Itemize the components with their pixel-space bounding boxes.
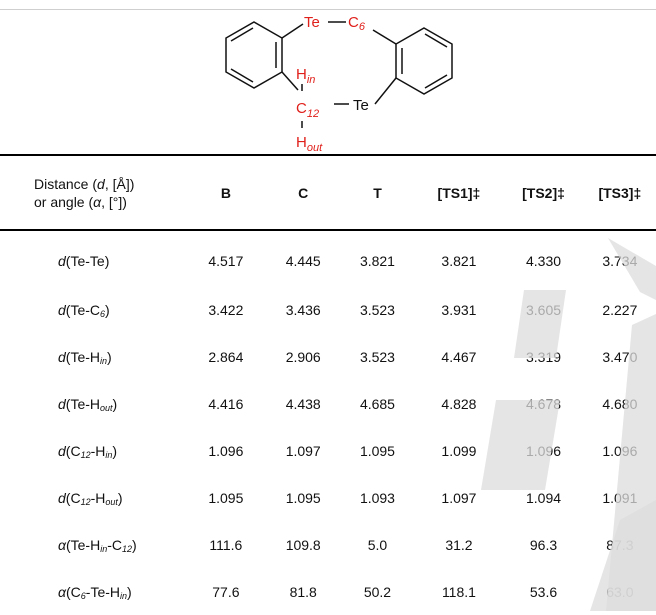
table-cell: 4.438	[285, 395, 321, 412]
row-label: d(Te-Hin)	[58, 348, 112, 366]
table-cell: 111.6	[209, 536, 243, 553]
row-label: d(Te-C6)	[58, 301, 110, 319]
table-cell: 3.931	[441, 301, 477, 318]
table-cell: 4.828	[441, 395, 477, 412]
table-cell: 4.517	[208, 253, 244, 269]
table-cell: 1.091	[602, 489, 638, 506]
table-row: d(C12-Hin) 1.096 1.097 1.095 1.099 1.096 1.096	[0, 427, 656, 474]
table-cell: 3.523	[359, 301, 395, 318]
table-cell: 1.099	[441, 442, 477, 459]
table-cell: 2.906	[285, 348, 321, 365]
table-cell: 3.422	[208, 301, 244, 318]
table-cell: 77.6	[212, 583, 240, 600]
table-cell: 3.523	[359, 348, 395, 365]
te-right-label: Te	[353, 97, 369, 114]
table-cell: 3.821	[359, 253, 395, 269]
header-col-b: B	[185, 154, 267, 231]
table-cell: 4.678	[525, 395, 562, 412]
table-cell: 53.6	[529, 583, 558, 600]
left-benzene-ring	[225, 21, 283, 89]
table-cell: 4.330	[525, 253, 562, 269]
table-row: d(Te-Te) 4.517 4.445 3.821 3.821 4.330 3.734	[0, 230, 656, 286]
table-cell: 1.094	[525, 489, 562, 506]
table-cell: 4.416	[208, 395, 244, 412]
table-cell: 1.097	[285, 442, 321, 459]
right-benzene-ring	[395, 27, 453, 95]
row-label: α(Te-Hin-C12)	[58, 536, 137, 554]
table-cell: 2.864	[208, 348, 244, 365]
table-cell: 3.436	[285, 301, 321, 318]
h-in-label: Hin	[296, 66, 315, 86]
table-cell: 1.095	[208, 489, 244, 506]
table-cell: 3.605	[525, 301, 562, 318]
table-row: d(Te-Hin) 2.864 2.906 3.523 4.467 3.319 3.470	[0, 333, 656, 380]
row-label: d(Te-Hout)	[58, 395, 118, 413]
table-cell: 3.470	[602, 348, 638, 365]
header-label: Distance (d, [Å]) or angle (α, [°])	[0, 154, 186, 231]
table-row: d(Te-C6) 3.422 3.436 3.523 3.931 3.605 2.227	[0, 286, 656, 333]
table-cell: 4.467	[441, 348, 477, 365]
table-cell: 1.093	[359, 489, 395, 506]
table-cell: 4.685	[359, 395, 395, 412]
header-col-c: C	[266, 154, 341, 231]
table-cell: 50.2	[363, 583, 392, 600]
table-cell: 1.096	[602, 442, 638, 459]
table-cell: 1.095	[285, 489, 321, 506]
table-cell: 1.095	[359, 442, 395, 459]
header-col-t: T	[340, 154, 415, 231]
table-cell: 4.680	[602, 395, 638, 412]
table-header-row: Distance (d, [Å]) or angle (α, [°]) B C …	[0, 154, 656, 231]
table-row: α(C6-Te-Hin) 77.6 81.8 50.2 118.1 53.6 63.0	[0, 568, 656, 615]
table-cell: 87.3	[606, 536, 634, 553]
table-cell: 4.445	[285, 253, 321, 269]
header-col-ts1: [TS1]‡	[414, 154, 504, 231]
header-col-ts3: [TS3]‡	[583, 154, 656, 231]
table-cell: 81.8	[289, 583, 317, 600]
bonds	[281, 21, 397, 128]
table-cell: 3.821	[441, 253, 477, 269]
c12-label: C12	[296, 100, 319, 120]
table-row: d(Te-Hout) 4.416 4.438 4.685 4.828 4.678 4.680	[0, 380, 656, 427]
table-cell: 3.734	[602, 253, 638, 269]
table-cell: 1.097	[441, 489, 477, 506]
table-cell: 109.8	[285, 536, 321, 553]
row-label: d(C12-Hout)	[58, 489, 123, 507]
te-top-label: Te	[304, 14, 320, 31]
table-cell: 1.096	[208, 442, 244, 459]
row-label: d(C12-Hin)	[58, 442, 118, 460]
table-cell: 31.2	[445, 536, 473, 553]
table-cell: 118.1	[441, 583, 476, 600]
table-cell: 5.0	[367, 536, 388, 553]
header-col-ts2: [TS2]‡	[503, 154, 584, 231]
h-out-label: Hout	[296, 134, 323, 154]
table-cell: 96.3	[529, 536, 558, 553]
table-row: d(C12-Hout) 1.095 1.095 1.093 1.097 1.094 1.09…	[0, 474, 656, 521]
geometry-table: Distance (d, [Å]) or angle (α, [°]) B C …	[0, 154, 656, 615]
c6-label: C6	[348, 14, 366, 33]
row-label: d(Te-Te)	[58, 253, 110, 269]
top-rule	[0, 9, 656, 10]
table-cell: 2.227	[602, 301, 638, 318]
table-row: α(Te-Hin-C12) 111.6 109.8 5.0 31.2 96.3 87.3	[0, 521, 656, 568]
table-cell: 3.319	[525, 348, 562, 365]
table-cell: 63.0	[606, 583, 634, 600]
row-label: α(C6-Te-Hin)	[58, 583, 132, 601]
table-cell: 1.096	[525, 442, 562, 459]
molecule-scheme: Te C6 Te Hin C12 Hout	[225, 14, 453, 154]
